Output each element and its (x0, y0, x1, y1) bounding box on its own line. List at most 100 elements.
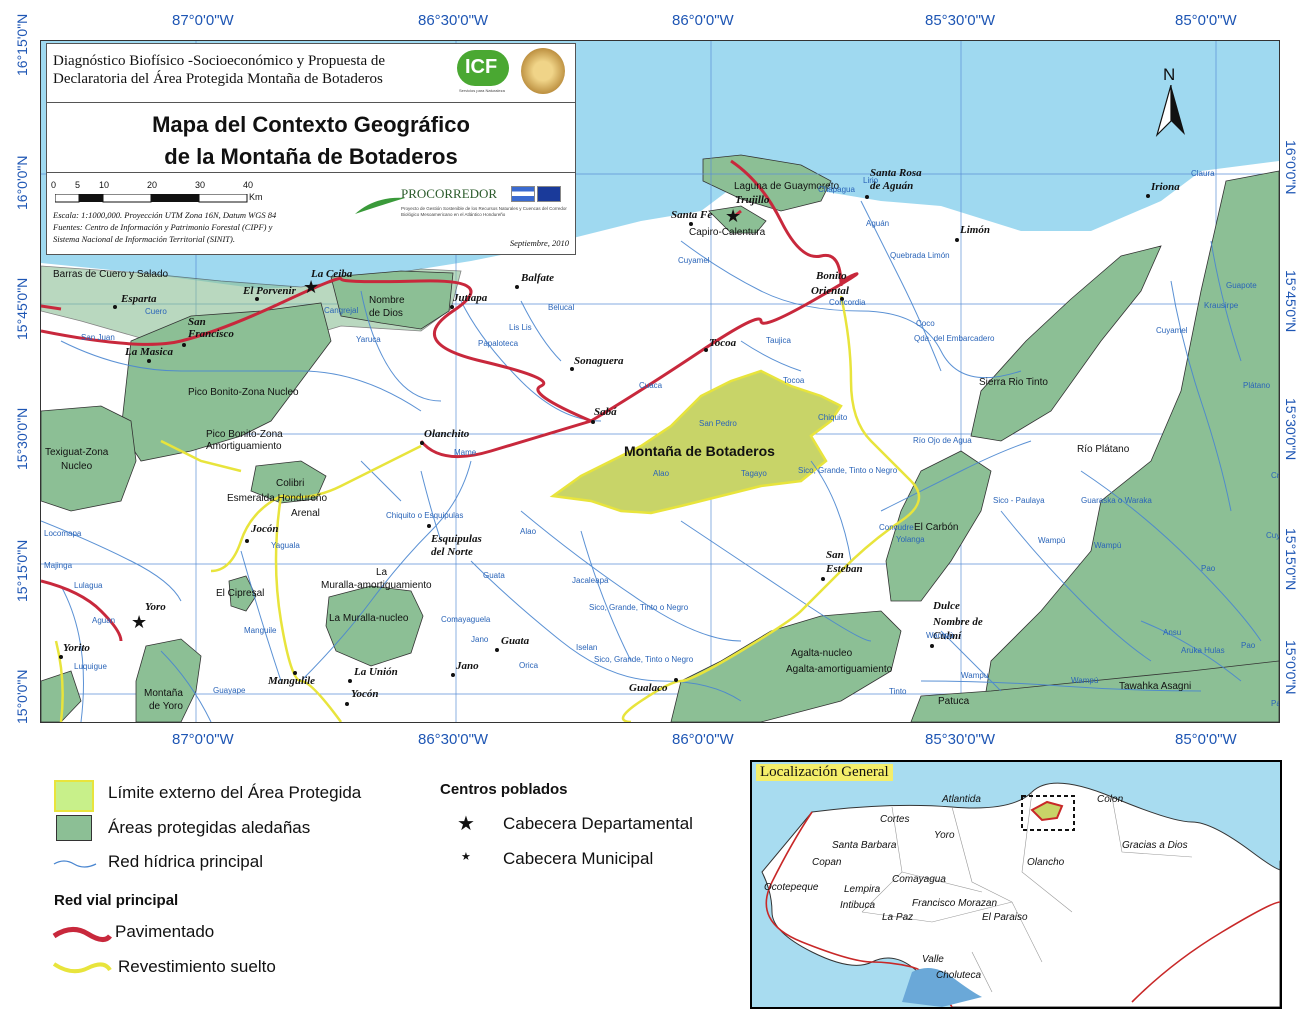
protected-area-label: Pico Bonito-Zona (206, 429, 283, 440)
inset-region-label: Cortes (880, 814, 910, 825)
river-label: Jano (471, 635, 489, 644)
scale-unit: Km (249, 192, 263, 202)
legend-star-small-icon: ★ (461, 851, 471, 863)
protected-area-label: Arenal (291, 508, 320, 519)
river-label: Chiquito o Esquipulas (386, 511, 464, 520)
protected-area-label: Colibri (276, 478, 305, 489)
project-title: Diagnóstico Biofísico -Socioeconómico y … (53, 53, 386, 87)
place-label: Esparta (121, 293, 157, 305)
place-label: Yorito (63, 642, 90, 654)
river-label: Ansu (1163, 628, 1182, 637)
place-label: Trujillo (735, 194, 770, 206)
river-label: Aguan (92, 616, 116, 625)
river-label: Wampu (961, 671, 989, 680)
river-label: Locomapa (44, 529, 82, 538)
place-label: Sabá (594, 406, 617, 418)
river-label: Patuca (1271, 699, 1279, 708)
protected-area-label: Montaña (144, 688, 183, 699)
coord-bottom-4: 85°30'0"W (925, 731, 996, 748)
inset-region-label: Olancho (1027, 857, 1065, 868)
river-label: Luquigue (74, 662, 107, 671)
river-label: Manguile (244, 626, 277, 635)
protected-area-label: Barras de Cuero y Salado (53, 269, 169, 280)
place-label: La Masica (125, 346, 173, 358)
north-arrow-icon (1155, 85, 1185, 138)
botaderos-area (549, 369, 843, 515)
river-label: Wampú (1038, 536, 1066, 545)
place-label: Gualaco (629, 682, 668, 694)
river-label: Alao (520, 527, 537, 536)
river-label: Tinto (889, 687, 907, 696)
coord-bottom-1: 87°0'0"W (172, 731, 234, 748)
protected-area-label: Río Plátano (1077, 444, 1130, 455)
river-label: Chapagua (818, 185, 855, 194)
place-label: Olanchito (424, 428, 470, 440)
coord-top-1: 87°0'0"W (172, 12, 234, 29)
legend-label-unpaved: Revestimiento suelto (118, 957, 276, 976)
scale-tick: 5 (75, 180, 81, 190)
river-label: Crique Uhuru (1271, 471, 1280, 480)
river-label: Wampú (1094, 541, 1122, 550)
river-label: Comayaguela (441, 615, 491, 624)
coord-top-4: 85°30'0"W (925, 12, 996, 29)
protected-area-label: Patuca (938, 696, 970, 707)
place-label: Tocoa (709, 337, 737, 349)
legend-swatch-boundary (54, 780, 94, 812)
place-label: San (188, 316, 206, 328)
river-label: Chiquito (818, 413, 848, 422)
river-label: Concudre (879, 523, 914, 532)
river-label: Cuero (145, 307, 167, 316)
river-label: Aguán (866, 219, 890, 228)
place-label: Sonaguera (574, 355, 624, 367)
river-label: Lis Lis (509, 323, 532, 332)
protected-area-label: Capiro-Calentura (689, 227, 766, 238)
inset-region-label: Gracias a Dios (1122, 840, 1188, 851)
protected-area-label: de Dios (369, 308, 403, 319)
river-label: Sico, Grande, Tinto o Negro (594, 655, 694, 664)
icf-logo-sub: Servicios para Naturaleza (459, 88, 505, 93)
svg-text:★: ★ (131, 612, 147, 632)
river-label: Guaraska o Waraka (1081, 496, 1152, 505)
legend-roads-heading: Red vial principal (54, 892, 179, 909)
place-label: Esquipulas (431, 533, 482, 545)
botaderos-label: Montaña de Botaderos (624, 443, 775, 459)
river-label: Aruka Hulas (1181, 646, 1225, 655)
map-title-line2: de la Montaña de Botaderos (164, 144, 458, 169)
river-label: San Pedro (699, 419, 737, 428)
protected-area-label: Tawahka Asagni (1119, 681, 1192, 692)
scale-bar-graphic (55, 194, 248, 203)
scale-tick: 20 (147, 180, 158, 190)
inset-region-label: Santa Barbara (832, 840, 897, 851)
river-label: Concordia (829, 298, 866, 307)
river-label: Wampú (926, 631, 954, 640)
coord-left-5: 15°15'0"N (14, 539, 30, 602)
inset-region-label: Copan (812, 857, 842, 868)
river-label: Sico, Grande, Tinto o Negro (589, 603, 689, 612)
coord-top-5: 85°0'0"W (1175, 12, 1237, 29)
coord-right-1: 16°0'0"N (1283, 140, 1299, 195)
inset-region-label: Intibuca (840, 900, 876, 911)
inset-region-label: Comayagua (892, 874, 946, 885)
river-label: Papaloteca (478, 339, 519, 348)
river-label: Pao (1201, 564, 1216, 573)
procorredor-name: PROCORREDOR (401, 186, 498, 201)
place-label: Esteban (826, 563, 863, 575)
title-box: Diagnóstico Biofísico -Socioeconómico y … (46, 43, 576, 255)
svg-text:★: ★ (725, 206, 741, 226)
place-label: La Unión (354, 666, 398, 678)
place-label: del Norte (431, 546, 473, 558)
title-rule-2 (47, 172, 575, 173)
inset-region-label: Valle (922, 954, 944, 965)
place-label: Yoro (145, 601, 166, 613)
river-label: Guayape (213, 686, 246, 695)
place-label: Santa Rosa (870, 167, 922, 179)
river-label: Pao (1241, 641, 1256, 650)
legend-label-paved: Pavimentado (115, 922, 215, 941)
inset-base (761, 782, 1280, 1007)
honduras-flag-icon (511, 186, 535, 202)
inset-region-label: Ocotepeque (764, 882, 819, 893)
river-label: Cuyamel (678, 256, 710, 265)
river-label: Majinga (44, 561, 73, 570)
